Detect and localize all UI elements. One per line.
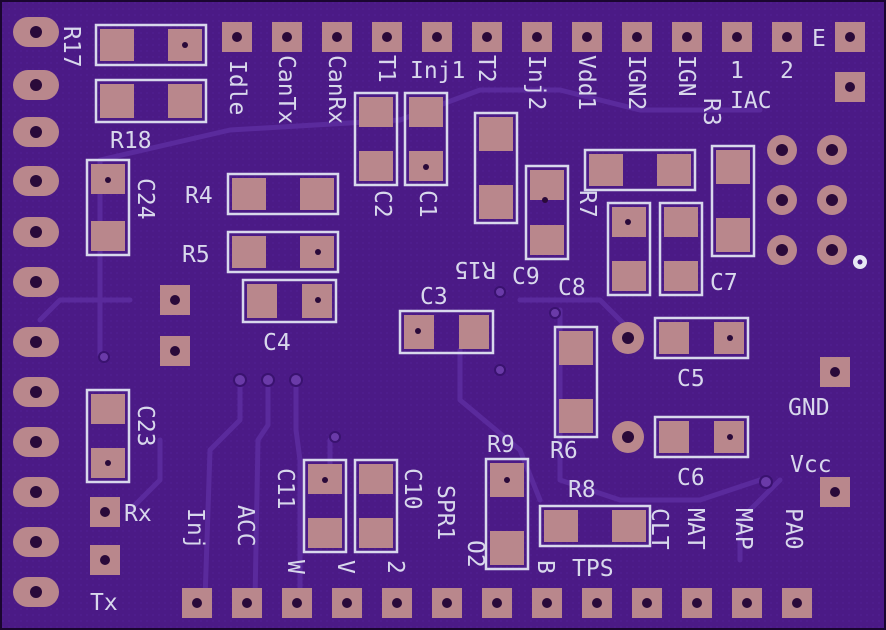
label-2: 2 bbox=[780, 58, 794, 84]
left-header-pads bbox=[13, 17, 59, 607]
label-vcc: Vcc bbox=[790, 452, 832, 478]
refdes-r15: R15 bbox=[454, 256, 496, 282]
refdes-r17: R17 bbox=[58, 26, 84, 68]
label-t2: T2 bbox=[473, 55, 499, 83]
refdes-r3: R3 bbox=[698, 98, 724, 126]
refdes-r6: R6 bbox=[550, 438, 578, 464]
refdes-c10: C10 bbox=[399, 468, 425, 510]
label-e: E bbox=[812, 26, 826, 52]
label-tps: TPS bbox=[572, 556, 614, 582]
label-acc: ACC bbox=[232, 505, 258, 547]
label-inj: Inj bbox=[182, 508, 208, 550]
label-gnd: GND bbox=[788, 395, 830, 421]
refdes-c7: C7 bbox=[710, 270, 738, 296]
refdes-c8: C8 bbox=[558, 275, 586, 301]
refdes-c11: C11 bbox=[272, 468, 298, 510]
refdes-c3: C3 bbox=[420, 284, 448, 310]
label-iac: IAC bbox=[730, 88, 772, 114]
label-o2: O2 bbox=[462, 540, 488, 568]
label-map: MAP bbox=[730, 508, 756, 550]
vias bbox=[98, 286, 773, 489]
label-mat: MAT bbox=[682, 508, 708, 550]
refdes-c5: C5 bbox=[677, 366, 705, 392]
refdes-c4: C4 bbox=[263, 330, 291, 356]
label-tx: Tx bbox=[90, 590, 118, 616]
refdes-r8: R8 bbox=[568, 477, 596, 503]
label-ign2: IGN2 bbox=[623, 55, 649, 110]
pin1-dots bbox=[105, 42, 733, 483]
component-outlines bbox=[85, 23, 756, 571]
label-b: B bbox=[532, 560, 558, 574]
label-inj2: Inj2 bbox=[523, 55, 549, 110]
label-2b: 2 bbox=[382, 560, 408, 574]
refdes-r5: R5 bbox=[182, 242, 210, 268]
label-rx: Rx bbox=[124, 501, 152, 527]
refdes-c6: C6 bbox=[677, 465, 705, 491]
label-inj1: Inj1 bbox=[410, 58, 465, 84]
label-ign: IGN bbox=[673, 55, 699, 97]
refdes-r7: R7 bbox=[574, 190, 600, 218]
label-v: V bbox=[332, 560, 358, 574]
refdes-c9: C9 bbox=[512, 264, 540, 290]
misc-pads bbox=[90, 285, 850, 575]
refdes-c24: C24 bbox=[132, 178, 158, 220]
label-w: W bbox=[282, 560, 308, 574]
label-1: 1 bbox=[730, 58, 744, 84]
label-spr1: SPR1 bbox=[432, 485, 458, 540]
label-canrx: CanRx bbox=[323, 55, 349, 124]
refdes-c2: C2 bbox=[369, 190, 395, 218]
smd-pads bbox=[91, 29, 750, 565]
label-t1: T1 bbox=[373, 55, 399, 83]
refdes-r4: R4 bbox=[185, 183, 213, 209]
refdes-r18: R18 bbox=[110, 128, 152, 154]
label-clt: CLT bbox=[646, 508, 672, 550]
top-header-pads bbox=[222, 22, 865, 102]
bottom-header-pads bbox=[182, 588, 812, 618]
refdes-r9: R9 bbox=[487, 432, 515, 458]
label-vdd1: Vdd1 bbox=[573, 55, 599, 110]
refdes-c23: C23 bbox=[132, 405, 158, 447]
label-pa0: PA0 bbox=[780, 508, 806, 550]
label-cantx: CanTx bbox=[273, 55, 299, 124]
round-header-2x3 bbox=[767, 135, 867, 269]
label-idle: Idle bbox=[224, 60, 250, 115]
refdes-c1: C1 bbox=[414, 190, 440, 218]
